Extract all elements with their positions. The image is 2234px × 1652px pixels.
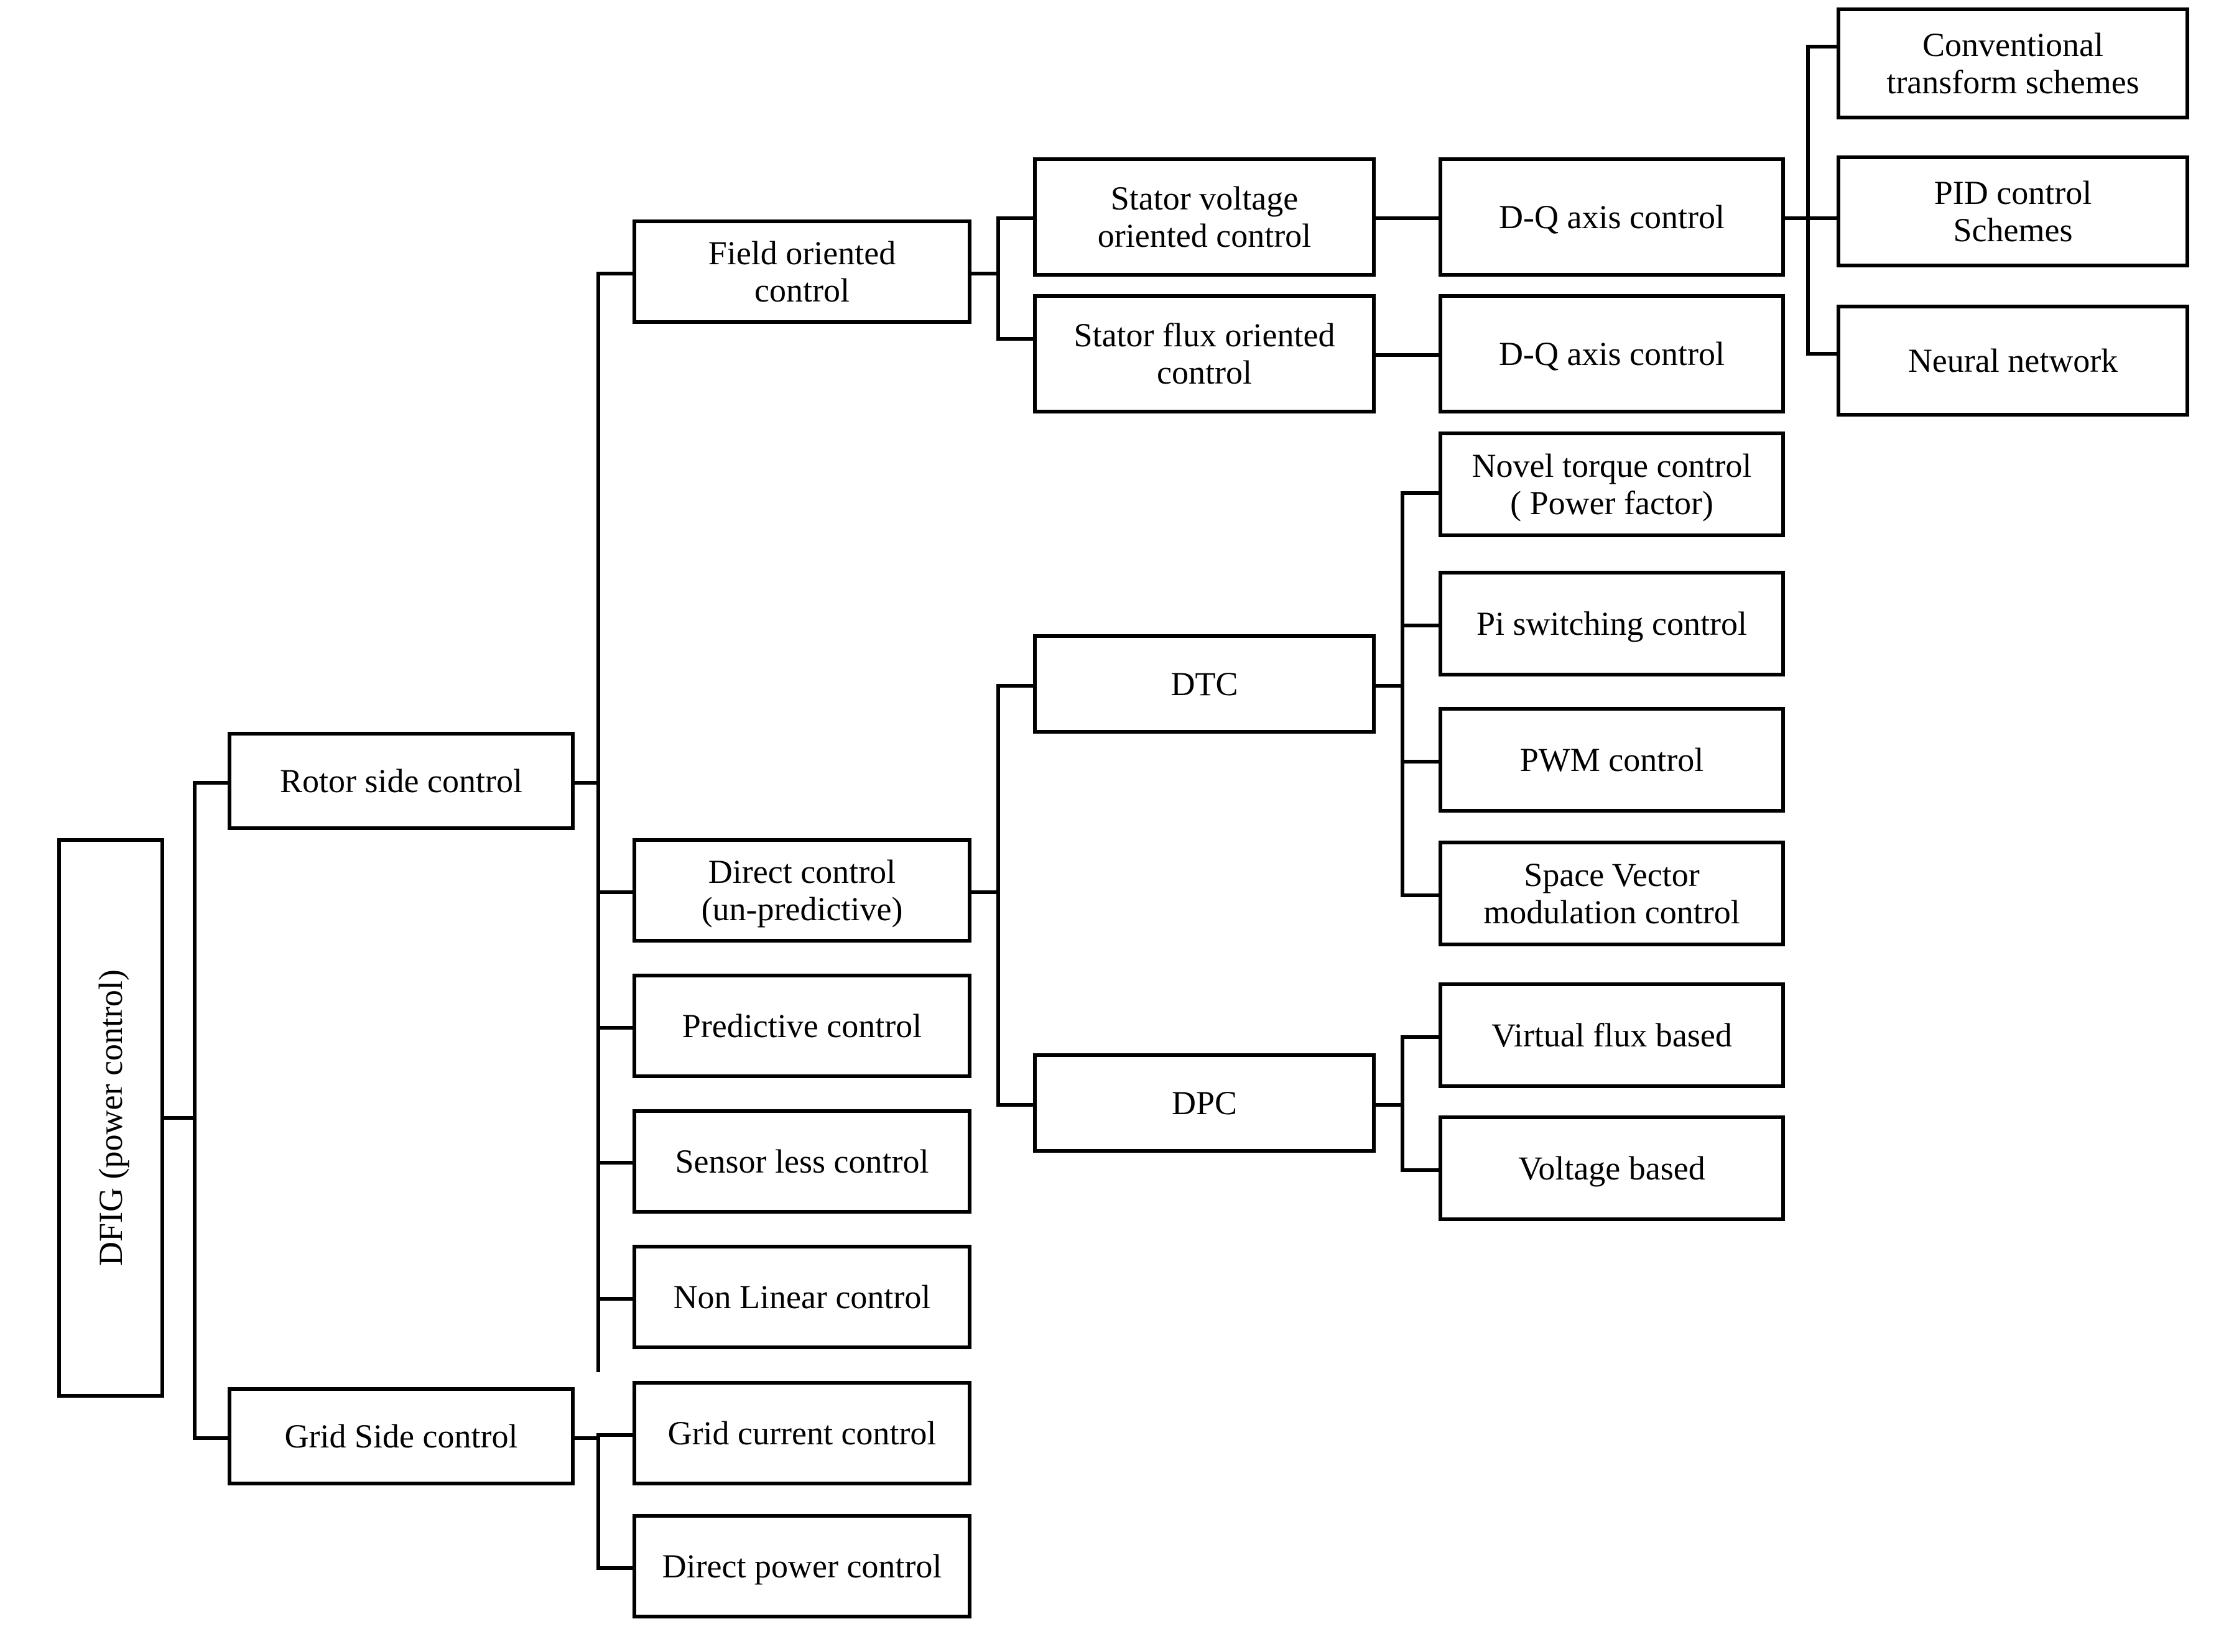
node-dq-axis-control-flux[interactable]: D-Q axis control [1439, 294, 1785, 413]
node-dtc[interactable]: DTC [1033, 634, 1376, 734]
edge-dtc-to-novel [1401, 491, 1439, 495]
node-rotor-side-control[interactable]: Rotor side control [228, 732, 575, 830]
edge-dpc-children-bus [1401, 1035, 1404, 1172]
edge-foc-stub [969, 272, 999, 275]
edge-dtc-to-spacevector [1401, 893, 1439, 897]
node-space-vector-modulation-control[interactable]: Space Vector modulation control [1439, 841, 1785, 946]
edge-rotor-children-bus [596, 272, 600, 1372]
edge-rotor-to-foc [596, 272, 635, 275]
edge-rotor-to-predictive [596, 1026, 635, 1030]
edge-grid-to-gridcurrent [596, 1433, 635, 1437]
edge-bus-to-rotor [193, 781, 230, 785]
node-novel-torque-control[interactable]: Novel torque control ( Power factor) [1439, 431, 1785, 537]
edge-dq1-stub [1784, 216, 1810, 220]
edge-statorvoltage-to-dq1 [1373, 216, 1440, 220]
edge-dtc-to-pi [1401, 624, 1439, 627]
node-stator-voltage-oriented-control[interactable]: Stator voltage oriented control [1033, 157, 1376, 277]
edge-foc-to-statorvoltage [996, 216, 1035, 220]
edge-dpc-to-virtualflux [1401, 1035, 1439, 1039]
edge-direct-to-dpc [996, 1103, 1035, 1107]
edge-grid-to-directpower [596, 1566, 635, 1570]
edge-direct-children-bus [996, 684, 1000, 1107]
node-non-linear-control[interactable]: Non Linear control [633, 1245, 971, 1349]
node-virtual-flux-based[interactable]: Virtual flux based [1439, 982, 1785, 1088]
edge-level2-bus [193, 781, 197, 1440]
edge-foc-children-bus [996, 216, 1000, 341]
edge-bus-to-grid [193, 1436, 230, 1440]
node-grid-current-control[interactable]: Grid current control [633, 1381, 971, 1485]
edge-rotor-to-direct [596, 890, 635, 894]
edge-root-stub [162, 1116, 197, 1120]
edge-rotor-stub [572, 781, 600, 785]
node-neural-network[interactable]: Neural network [1837, 305, 2189, 417]
edge-bus-to-pid [1806, 216, 1843, 220]
node-voltage-based[interactable]: Voltage based [1439, 1115, 1785, 1221]
node-pwm-control[interactable]: PWM control [1439, 707, 1785, 813]
node-dpc[interactable]: DPC [1033, 1053, 1376, 1153]
edge-dtc-stub [1373, 684, 1403, 688]
edge-grid-stub [572, 1436, 600, 1440]
edge-dtc-to-pwm [1401, 760, 1439, 764]
edge-dpc-to-voltagebased [1401, 1168, 1439, 1172]
node-grid-side-control[interactable]: Grid Side control [228, 1387, 575, 1485]
node-sensor-less-control[interactable]: Sensor less control [633, 1109, 971, 1214]
edge-rotor-to-nonlinear [596, 1297, 635, 1301]
edge-direct-stub [969, 890, 999, 894]
edge-dtc-children-bus [1401, 491, 1404, 895]
edge-direct-to-dtc [996, 684, 1035, 688]
edge-bus-to-conventional [1806, 45, 1843, 48]
edge-rotor-to-sensorless [596, 1161, 635, 1165]
node-root-dfig[interactable]: DFIG (power control) [57, 838, 164, 1398]
node-pi-switching-control[interactable]: Pi switching control [1439, 571, 1785, 676]
edge-statorflux-to-dq2 [1373, 353, 1440, 357]
node-direct-power-control[interactable]: Direct power control [633, 1514, 971, 1618]
node-field-oriented-control[interactable]: Field oriented control [633, 219, 971, 324]
node-predictive-control[interactable]: Predictive control [633, 974, 971, 1078]
edge-foc-to-statorflux [996, 337, 1035, 341]
node-stator-flux-oriented-control[interactable]: Stator flux oriented control [1033, 294, 1376, 413]
edge-dpc-stub [1373, 1103, 1403, 1107]
edge-grid-children-bus [596, 1433, 600, 1570]
node-conventional-transform-schemes[interactable]: Conventional transform schemes [1837, 7, 2189, 119]
node-direct-control[interactable]: Direct control (un-predictive) [633, 838, 971, 943]
edge-bus-to-neural [1806, 352, 1843, 356]
edge-rightcol-bus [1806, 45, 1810, 356]
node-dq-axis-control-voltage[interactable]: D-Q axis control [1439, 157, 1785, 277]
node-pid-control-schemes[interactable]: PID control Schemes [1837, 155, 2189, 267]
